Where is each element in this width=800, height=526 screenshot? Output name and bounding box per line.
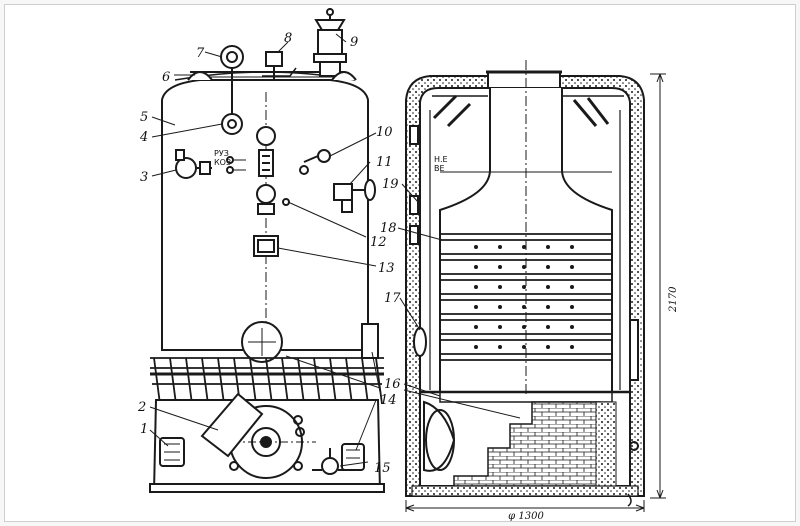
valve-8 [265, 51, 283, 67]
dimension-diameter: φ 1300 [508, 511, 544, 522]
label-4: 4 [139, 130, 148, 145]
label-3: 3 [140, 170, 148, 185]
label-12: 12 [370, 235, 387, 250]
dimension-lines [405, 73, 666, 512]
gauge-4 [221, 113, 243, 135]
part-labels: 1 2 3 4 5 6 7 8 9 10 11 12 13 14 15 16 1… [137, 31, 401, 476]
label-16: 16 [384, 377, 401, 392]
label-6: 6 [162, 70, 170, 85]
annotation-left-gauge: РУЗ КОЗ [214, 149, 231, 167]
label-10: 10 [376, 125, 393, 140]
label-18: 18 [380, 221, 397, 236]
sectional-view [405, 60, 645, 507]
pressure-gauge-7 [220, 45, 244, 69]
label-2: 2 [137, 400, 146, 415]
flue-chimney [487, 71, 561, 89]
label-11: 11 [376, 155, 393, 170]
burner-2 [200, 392, 264, 458]
label-17: 17 [384, 291, 401, 306]
coil-dots [474, 245, 574, 349]
diagram-frame [4, 4, 796, 522]
dimension-height: 2170 [668, 286, 679, 313]
fin-ring [150, 357, 384, 405]
peephole-right [341, 443, 365, 471]
gauge-12 [256, 184, 276, 204]
external-view [149, 8, 385, 493]
label-19: 19 [382, 177, 399, 192]
leader-lines-right [397, 183, 521, 419]
label-9: 9 [350, 35, 358, 50]
label-15: 15 [374, 461, 391, 476]
label-1: 1 [140, 422, 148, 437]
gauge-10 [317, 149, 331, 163]
label-5: 5 [140, 110, 148, 125]
label-13: 13 [378, 261, 395, 276]
valve-11 [333, 183, 353, 201]
safety-valve-9 [314, 19, 346, 31]
water-gauge [256, 126, 276, 146]
label-7: 7 [196, 46, 205, 61]
leader-lines-left [149, 33, 381, 467]
label-8: 8 [284, 31, 292, 46]
annotation-right-gauge: Н.Е ВЕ [434, 155, 450, 173]
gauge-annotations: РУЗ КОЗ Н.Е ВЕ [214, 149, 450, 173]
gas-valve-15 [321, 457, 339, 475]
label-14: 14 [380, 393, 397, 408]
